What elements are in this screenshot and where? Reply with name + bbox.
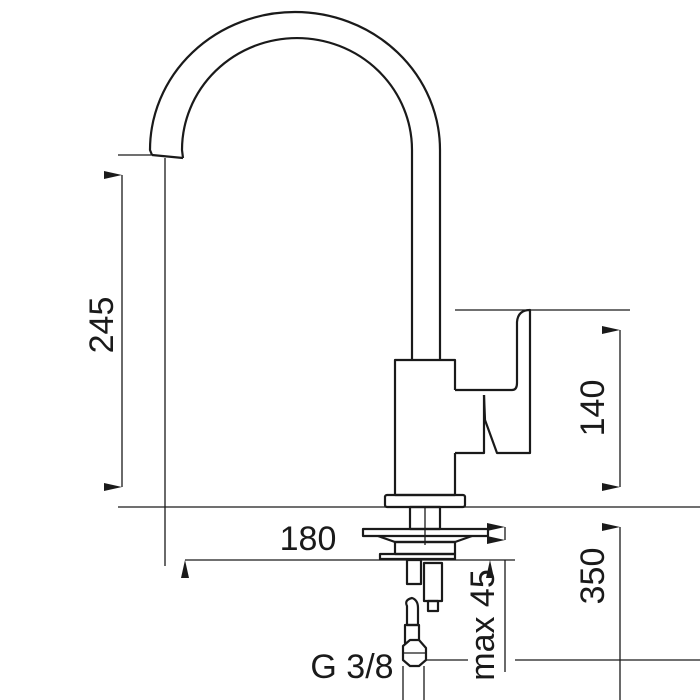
dimension-350: 350	[574, 548, 612, 605]
dimension-lines	[104, 154, 700, 700]
mounting-parts	[361, 505, 490, 668]
dimension-g38: G 3/8	[310, 648, 393, 686]
spout	[148, 10, 442, 360]
dimension-180: 180	[280, 520, 337, 558]
lever-handle	[455, 308, 532, 455]
faucet-body	[383, 358, 467, 509]
dimension-245: 245	[83, 297, 121, 354]
dimension-max-45: max 45	[464, 569, 502, 681]
dimension-140: 140	[574, 380, 612, 437]
